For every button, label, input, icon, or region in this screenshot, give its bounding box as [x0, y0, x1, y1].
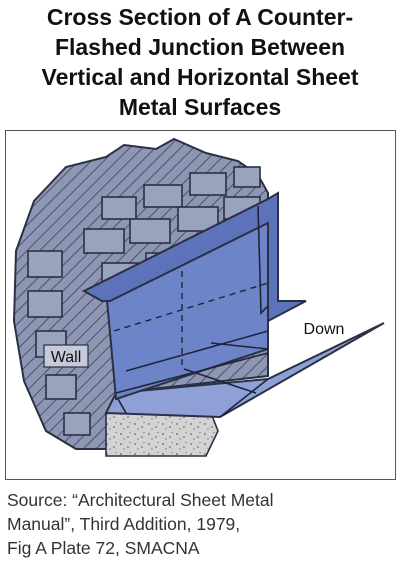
source-citation: Source: “Architectural Sheet Metal Manua…	[7, 488, 397, 560]
down-leader	[210, 342, 269, 350]
brick-courses	[83, 166, 261, 286]
section-bricks	[27, 250, 91, 436]
hidden-lines	[113, 271, 269, 367]
title-line-3: Vertical and Horizontal Sheet	[41, 64, 359, 90]
wall-label-box	[43, 344, 89, 368]
cross-section-diagram: Wall Down	[12, 137, 385, 457]
down-label: Down	[304, 321, 345, 338]
cross-section-figure: Wall Down	[5, 130, 396, 480]
title-line-4: Metal Surfaces	[118, 94, 282, 120]
sheet-seams	[115, 205, 269, 418]
concrete-base	[105, 412, 219, 457]
source-line-3: Fig A Plate 72, SMACNA	[7, 538, 200, 558]
wall-label: Wall	[51, 349, 82, 366]
source-line-1: Source: “Architectural Sheet Metal	[7, 490, 274, 510]
horizontal-sheet-metal	[104, 322, 385, 419]
source-line-2: Manual”, Third Addition, 1979,	[7, 514, 241, 534]
title-line-2: Flashed Junction Between	[54, 34, 346, 60]
counter-flashing	[81, 191, 307, 323]
title-line-1: Cross Section of A Counter-	[46, 4, 354, 30]
page-title: Cross Section of A Counter- Flashed Junc…	[0, 2, 400, 122]
